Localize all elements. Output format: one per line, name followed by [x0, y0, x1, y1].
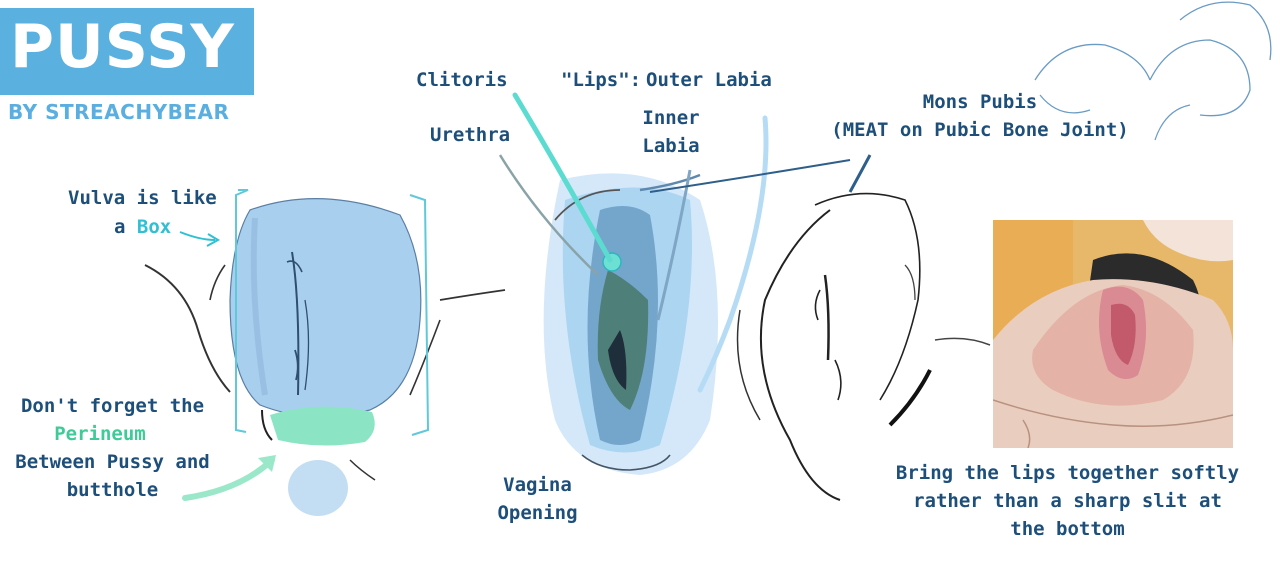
- outer-labia-label: Outer Labia: [646, 69, 772, 91]
- title-banner: [0, 8, 254, 95]
- vulva-label-a: a: [114, 216, 137, 238]
- painted-reference-image: [993, 220, 1233, 448]
- mons-pubis-label-line1: Mons Pubis: [922, 91, 1038, 113]
- labeled-anatomy-figure: [498, 92, 872, 476]
- clitoris-label: Clitoris: [416, 69, 508, 91]
- perineum-label-line3: Between Pussy and: [15, 451, 210, 473]
- perineum-label-line1: Don't forget the: [20, 395, 205, 417]
- line-sketch-figure: [736, 192, 991, 501]
- perineum-label-line4: butthole: [66, 479, 159, 501]
- bring-lips-label-line2: rather than a sharp slit at: [913, 490, 1222, 512]
- inner-labia-label-line1: Inner: [642, 107, 700, 129]
- corner-sketch: [1034, 1, 1272, 141]
- painted-reference-art: [993, 220, 1233, 448]
- inner-labia-label-line2: Labia: [642, 135, 700, 157]
- perineum-label-word: Perineum: [54, 423, 146, 445]
- vulva-label-line2: a Box: [114, 213, 171, 241]
- lips-label: "Lips":: [561, 69, 642, 91]
- bring-lips-label-line3: the bottom: [1010, 518, 1125, 540]
- page-title: PUSSY: [10, 12, 235, 82]
- vulva-label-line1: Vulva is like: [68, 187, 217, 209]
- box-vulva-figure: [144, 189, 506, 516]
- vulva-label-box: Box: [136, 216, 172, 238]
- bring-lips-label-line1: Bring the lips together softly: [895, 462, 1240, 484]
- mons-pubis-label-line2: (MEAT on Pubic Bone Joint): [831, 119, 1129, 141]
- vagina-opening-label-line1: Vagina: [503, 474, 572, 496]
- author-byline: BY STREACHYBEAR: [8, 100, 230, 124]
- urethra-label: Urethra: [430, 124, 511, 146]
- vagina-opening-label-line2: Opening: [497, 502, 578, 524]
